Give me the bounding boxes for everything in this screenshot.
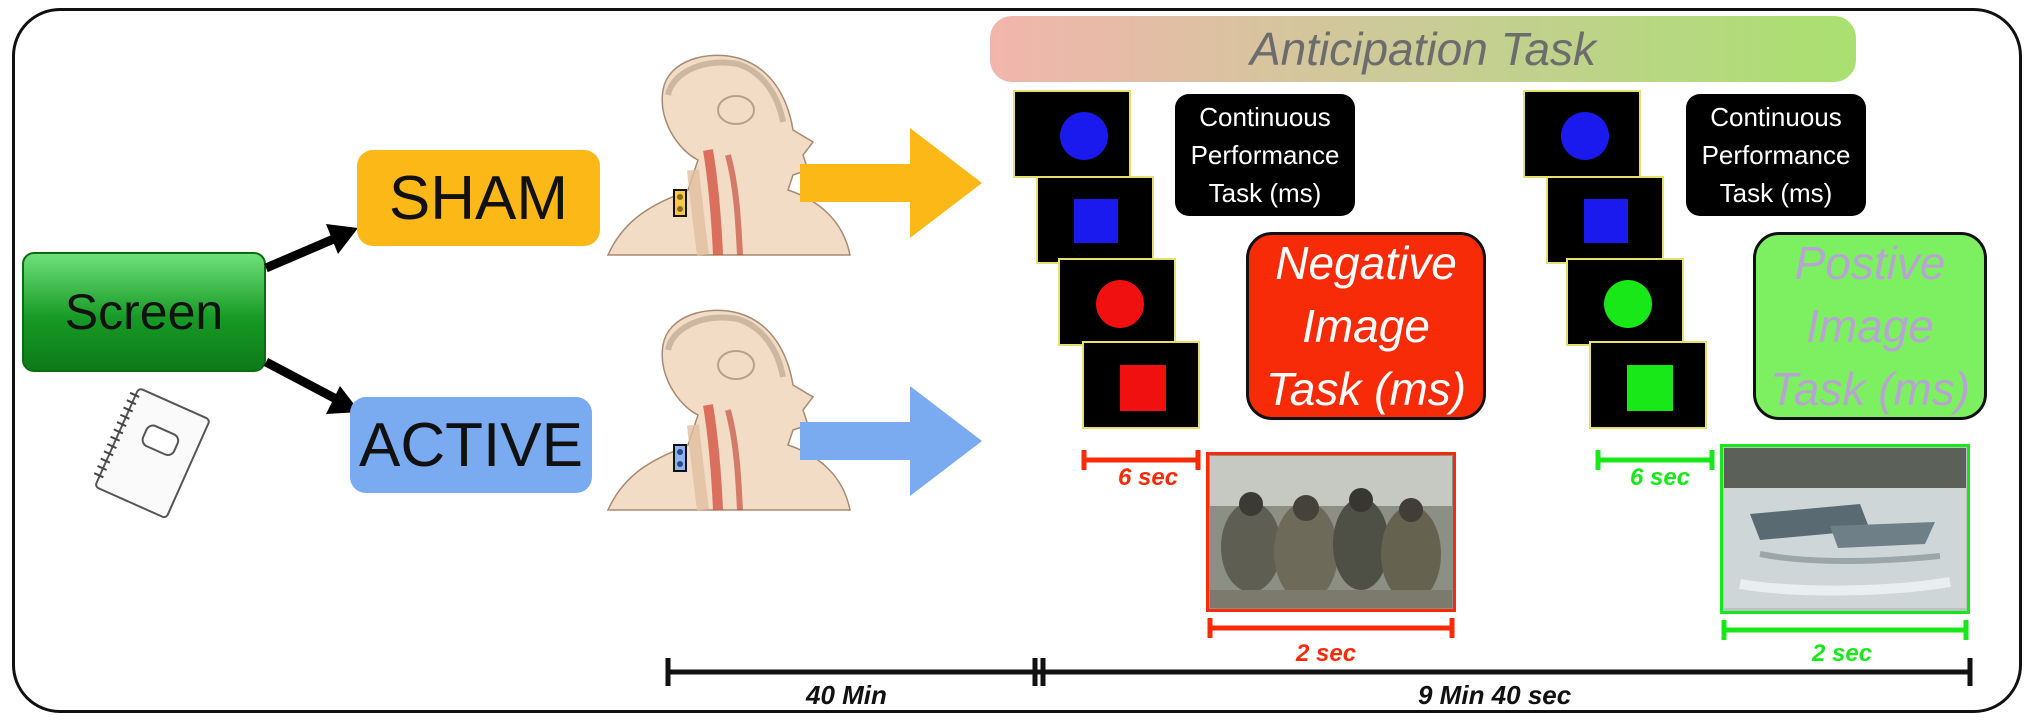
blue-circle-shape <box>1060 112 1108 160</box>
head-neck-anatomy-icon <box>606 309 851 511</box>
active-label: ACTIVE <box>359 410 583 480</box>
negative-task-line3: Task (ms) <box>1265 362 1467 415</box>
stimulus-slide-red-square <box>1082 341 1200 429</box>
negative-cue-duration-bracket <box>1081 450 1201 470</box>
active-group-box: ACTIVE <box>350 397 592 493</box>
notebook-icon <box>93 388 210 519</box>
positive-cue-duration-bracket <box>1595 450 1715 470</box>
continuous-performance-task-box: Continuous Performance Task (ms) <box>1686 94 1866 216</box>
screen-label: Screen <box>64 284 224 340</box>
head-neck-anatomy-icon <box>606 54 851 256</box>
continuous-performance-task-box: Continuous Performance Task (ms) <box>1175 94 1355 216</box>
negative-image-duration-bracket <box>1207 618 1455 638</box>
sham-label: SHAM <box>388 163 569 233</box>
study-timeline <box>665 658 1973 686</box>
positive-task-line3: Task (ms) <box>1769 362 1971 415</box>
timeline-phase1-label: 40 Min <box>806 680 887 710</box>
positive-image-duration-bracket <box>1721 620 1969 640</box>
banner-title: Anticipation Task <box>1249 23 1597 75</box>
stimulus-slide-blue-circle <box>1523 90 1641 178</box>
arrow-to-sham <box>264 233 338 273</box>
stimulus-slide-red-circle <box>1058 258 1176 346</box>
cpt-line2: Performance <box>1701 140 1851 170</box>
timeline-phase2-label: 9 Min 40 sec <box>1418 680 1572 710</box>
branch-arrows <box>263 224 360 414</box>
stimulus-slide-green-circle <box>1566 258 1684 346</box>
green-square-shape <box>1627 365 1673 411</box>
cpt-line3: Task (ms) <box>1719 178 1833 208</box>
screen-box: Screen <box>22 252 266 372</box>
stimulus-slide-blue-square <box>1036 176 1154 264</box>
sham-group-box: SHAM <box>357 150 600 246</box>
positive-task-line2: Image <box>1806 299 1934 352</box>
stimulus-slide-blue-square <box>1546 176 1664 264</box>
anticipation-task-banner: Anticipation Task <box>990 16 1856 82</box>
blue-square-shape <box>1074 199 1118 243</box>
stimulus-slide-green-square <box>1589 341 1707 429</box>
cpt-line1: Continuous <box>1710 102 1842 132</box>
arrow-to-sham-head <box>326 224 358 254</box>
negative-image-task-box: Negative Image Task (ms) <box>1246 232 1486 420</box>
cpt-line2: Performance <box>1190 140 1340 170</box>
cpt-line1: Continuous <box>1199 102 1331 132</box>
positive-task-line1: Postive <box>1794 236 1946 289</box>
active-to-task-arrow <box>800 386 982 496</box>
sham-to-task-arrow <box>800 128 982 238</box>
negative-cue-duration-label: 6 sec <box>1118 464 1179 491</box>
red-square-shape <box>1120 365 1166 411</box>
negative-task-line2: Image <box>1302 299 1430 352</box>
blue-square-shape <box>1584 199 1628 243</box>
green-circle-shape <box>1604 280 1652 328</box>
arrow-to-active <box>263 358 341 404</box>
red-circle-shape <box>1096 280 1144 328</box>
cpt-line3: Task (ms) <box>1208 178 1322 208</box>
positive-image-duration-label: 2 sec <box>1812 640 1873 667</box>
soldiers-photo <box>1206 452 1456 612</box>
boats-on-lake-photo <box>1720 444 1970 614</box>
negative-task-line1: Negative <box>1275 236 1457 289</box>
blue-circle-shape <box>1561 112 1609 160</box>
positive-image-task-box: Postive Image Task (ms) <box>1753 232 1987 420</box>
positive-cue-duration-label: 6 sec <box>1630 464 1691 491</box>
negative-image-duration-label: 2 sec <box>1296 640 1357 667</box>
stimulus-slide-blue-circle <box>1013 90 1131 178</box>
